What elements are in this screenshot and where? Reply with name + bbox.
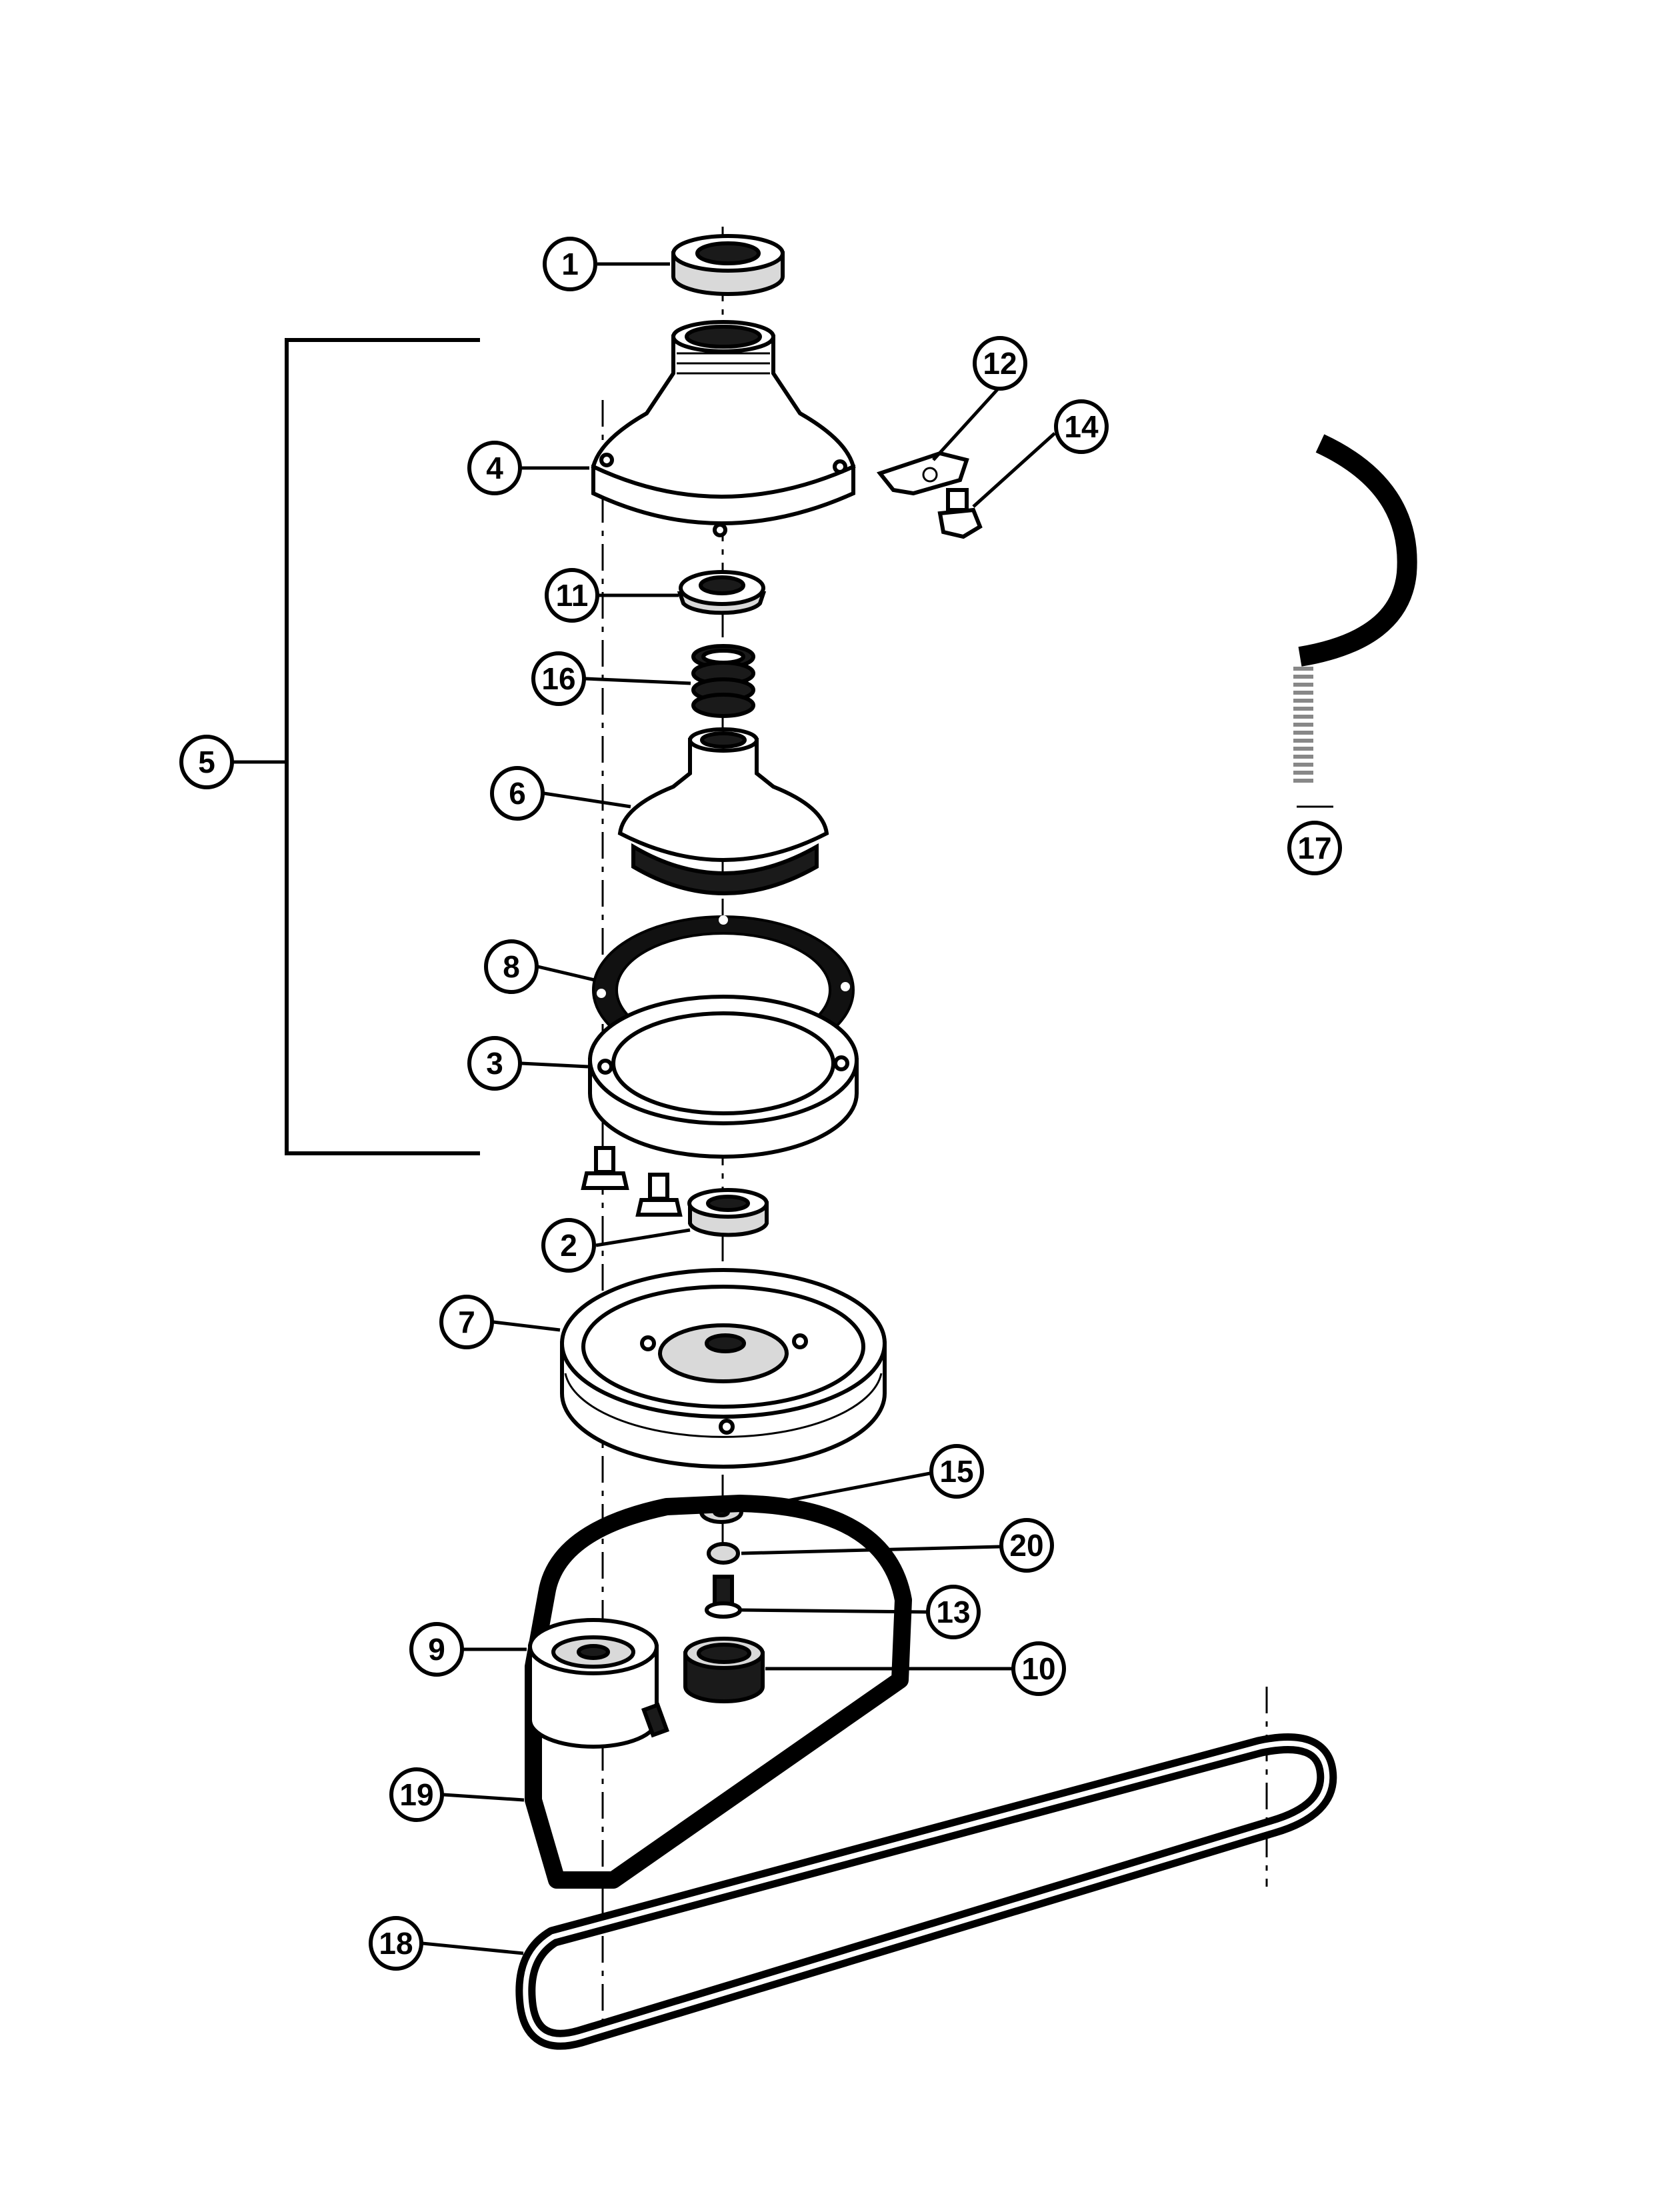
part-fastener-left bbox=[581, 1146, 629, 1190]
part-pulley-small bbox=[528, 1618, 670, 1749]
leader-6 bbox=[543, 791, 631, 809]
part-bearing-lower bbox=[687, 1188, 769, 1237]
part-seal-ring bbox=[677, 570, 767, 615]
callout-19: 19 bbox=[389, 1767, 444, 1822]
part-spring bbox=[691, 644, 755, 718]
callout-20: 20 bbox=[999, 1518, 1054, 1573]
callout-10: 10 bbox=[1011, 1641, 1066, 1696]
svg-text:5: 5 bbox=[198, 745, 215, 779]
svg-text:16: 16 bbox=[541, 661, 575, 696]
svg-text:13: 13 bbox=[936, 1595, 970, 1629]
callout-7: 7 bbox=[439, 1295, 494, 1349]
callout-8: 8 bbox=[484, 939, 539, 994]
part-hub bbox=[617, 727, 829, 895]
callout-17: 17 bbox=[1287, 821, 1342, 875]
svg-text:17: 17 bbox=[1297, 831, 1331, 865]
leader-8 bbox=[537, 965, 595, 982]
part-bushing bbox=[683, 1637, 765, 1703]
svg-text:15: 15 bbox=[939, 1454, 973, 1489]
svg-text:7: 7 bbox=[458, 1305, 475, 1339]
leader-12 bbox=[932, 385, 1001, 461]
svg-text:2: 2 bbox=[560, 1228, 577, 1263]
leader-18 bbox=[422, 1941, 524, 1955]
leader-7 bbox=[493, 1320, 561, 1332]
callout-3: 3 bbox=[467, 1036, 522, 1091]
callout-16: 16 bbox=[531, 651, 586, 706]
callout-18: 18 bbox=[369, 1916, 423, 1971]
part-clip bbox=[876, 451, 969, 496]
callout-13: 13 bbox=[926, 1585, 981, 1639]
svg-text:8: 8 bbox=[503, 949, 520, 984]
svg-text:19: 19 bbox=[399, 1777, 433, 1812]
callout-5: 5 bbox=[179, 735, 234, 789]
callout-11: 11 bbox=[545, 568, 599, 623]
part-belt-long bbox=[515, 1733, 1337, 2050]
svg-text:12: 12 bbox=[983, 346, 1017, 381]
leader-20 bbox=[741, 1545, 1001, 1555]
callout-9: 9 bbox=[409, 1622, 464, 1677]
part-screw bbox=[937, 488, 983, 539]
svg-text:18: 18 bbox=[379, 1926, 413, 1961]
callout-2: 2 bbox=[541, 1218, 596, 1273]
callout-4: 4 bbox=[467, 441, 522, 495]
callout-12: 12 bbox=[973, 336, 1027, 391]
svg-text:1: 1 bbox=[561, 247, 579, 281]
svg-text:9: 9 bbox=[428, 1632, 445, 1667]
svg-text:4: 4 bbox=[486, 451, 503, 485]
assembly-bracket bbox=[285, 338, 480, 1155]
callout-14: 14 bbox=[1054, 399, 1109, 454]
part-curved-strip bbox=[1293, 434, 1417, 808]
svg-text:14: 14 bbox=[1064, 409, 1099, 444]
leader-15 bbox=[741, 1471, 931, 1511]
callout-6: 6 bbox=[490, 766, 545, 821]
part-cone-housing bbox=[591, 320, 856, 537]
leader-19 bbox=[443, 1793, 525, 1802]
part-bearing-top bbox=[671, 234, 785, 296]
svg-text:3: 3 bbox=[486, 1046, 503, 1081]
leader-13 bbox=[741, 1608, 927, 1614]
callout-15: 15 bbox=[929, 1444, 984, 1499]
part-base-ring bbox=[588, 995, 859, 1159]
svg-text:6: 6 bbox=[509, 776, 526, 811]
part-fastener-right bbox=[635, 1173, 683, 1217]
svg-text:20: 20 bbox=[1009, 1528, 1043, 1563]
part-nut bbox=[707, 1542, 740, 1565]
leader-3 bbox=[521, 1061, 589, 1069]
part-bolt bbox=[705, 1575, 742, 1619]
leader-14 bbox=[972, 432, 1056, 508]
leader-16 bbox=[585, 677, 691, 685]
part-pulley-large bbox=[560, 1268, 887, 1469]
callout-1: 1 bbox=[543, 237, 597, 291]
part-belt-drive bbox=[525, 1495, 912, 1889]
svg-text:11: 11 bbox=[556, 578, 589, 613]
svg-text:10: 10 bbox=[1021, 1651, 1055, 1686]
leader-2 bbox=[595, 1228, 691, 1247]
